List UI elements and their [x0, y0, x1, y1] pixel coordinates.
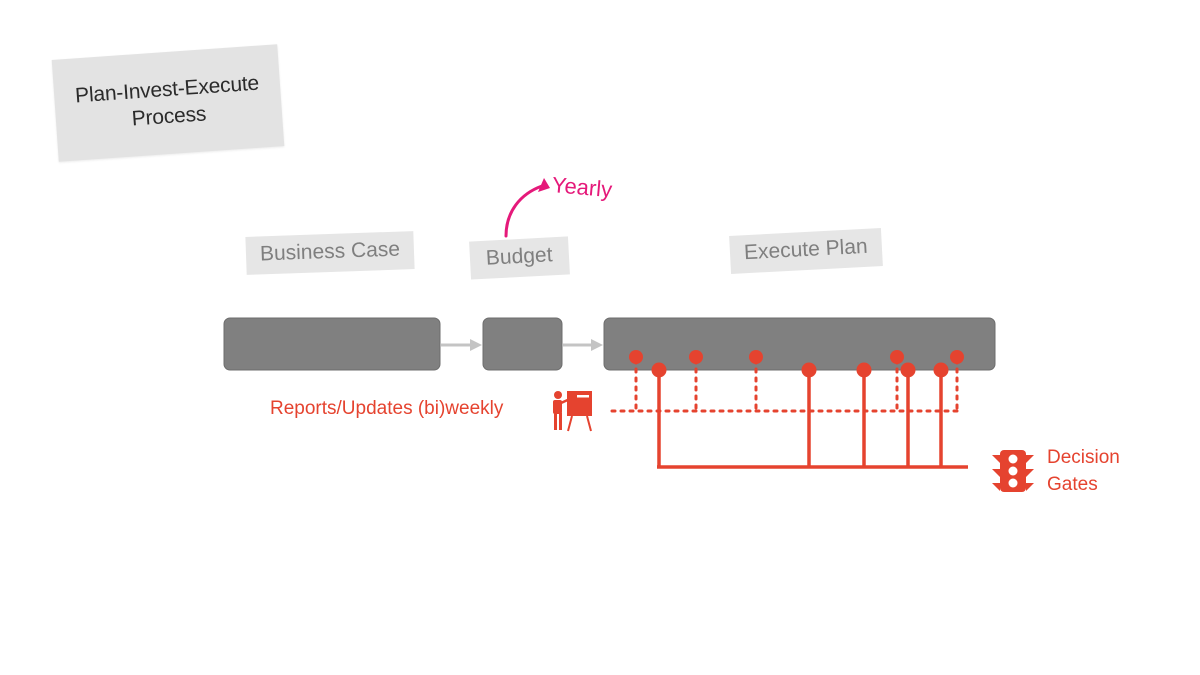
presentation-icon	[553, 391, 592, 432]
budget-bar	[482, 317, 563, 371]
reports-label: Reports/Updates (bi)weekly	[270, 398, 504, 419]
execute-plan-bar	[603, 317, 996, 371]
curved-arrow-icon	[504, 178, 550, 238]
arrow-business-case-to-budget	[441, 339, 482, 351]
gate-lines	[657, 370, 968, 469]
decision-gates-line-1: Decision	[1047, 447, 1120, 468]
business-case-bar	[223, 317, 441, 371]
report-dots	[629, 350, 964, 364]
traffic-light-icon	[992, 450, 1034, 492]
arrow-budget-to-execute	[563, 339, 603, 351]
gate-dots	[651, 362, 949, 378]
decision-gates-line-2: Gates	[1047, 474, 1098, 495]
report-lines	[610, 358, 960, 413]
decision-gates-label: Decision Gates	[1047, 444, 1120, 498]
